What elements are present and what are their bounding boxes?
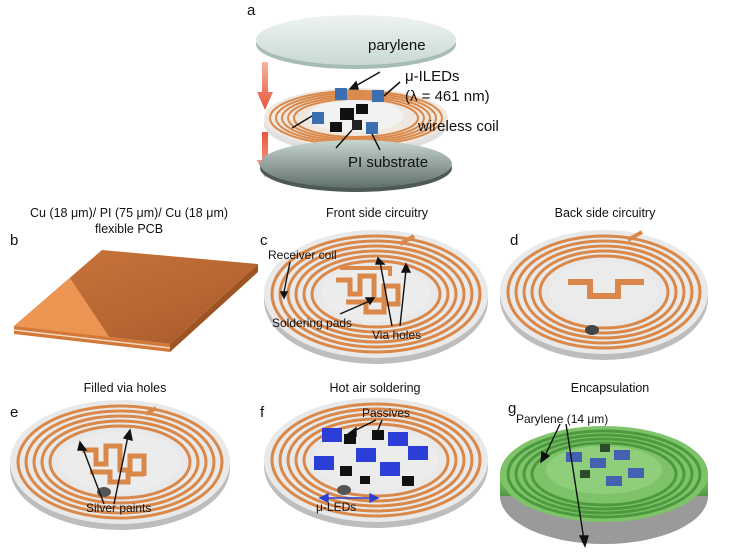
panel-c-callout-lines xyxy=(279,256,412,327)
panel-a-mu-leds-label-line2: (λ = 461 nm) xyxy=(405,88,490,105)
panel-e-callout-lines xyxy=(77,428,133,505)
panel-c-letter: c xyxy=(260,232,268,249)
panel-d-title: Back side circuitry xyxy=(554,206,656,220)
panel-g-parylene-label: Parylene (14 μm) xyxy=(516,412,609,426)
panel-c-via-holes-label: Via holes xyxy=(372,328,422,342)
panel-a-pi-substrate-label: PI substrate xyxy=(348,154,429,171)
panel-a-letter: a xyxy=(247,2,256,19)
panel-a-callout-lines xyxy=(291,71,401,151)
panel-c-soldering-pads-label: Soldering pads xyxy=(272,316,353,330)
pi-substrate-layer xyxy=(260,140,452,192)
panel-e-letter: e xyxy=(10,404,19,421)
panel-f-letter: f xyxy=(260,404,265,421)
panel-a-wireless-coil-label: wireless coil xyxy=(418,118,499,135)
panel-f-callout-lines xyxy=(318,419,383,504)
panel-a-mu-leds-label-line1: μ-ILEDs xyxy=(405,68,460,85)
panel-b-letter: b xyxy=(10,232,19,249)
panel-c-receiver-coil-label: Receiver coil xyxy=(268,248,337,262)
panel-e-title: Filled via holes xyxy=(83,381,167,395)
panel-d-letter: d xyxy=(510,232,519,249)
parylene-top-layer xyxy=(256,15,456,69)
panel-g-encapsulated-device xyxy=(500,426,708,544)
panel-b-pcb-slab xyxy=(13,250,258,352)
panel-a-parylene-label: parylene xyxy=(368,37,426,54)
panel-c-front-board xyxy=(264,230,488,364)
panel-b-title-line1: Cu (18 μm)/ PI (75 μm)/ Cu (18 μm) xyxy=(29,206,229,220)
panel-f-passives-label: Passives xyxy=(362,406,411,420)
panel-e-silver-paints-label: Silver paints xyxy=(86,501,152,515)
panel-g-letter: g xyxy=(508,400,517,417)
panel-f-board xyxy=(264,398,488,528)
panel-c-title: Front side circuitry xyxy=(325,206,429,220)
panel-f-title: Hot air soldering xyxy=(329,381,421,395)
panel-d-back-board xyxy=(500,230,708,360)
panel-g-title: Encapsulation xyxy=(570,381,650,395)
panel-f-mu-leds-label: μ-LEDs xyxy=(316,500,357,514)
panel-g-callout-lines xyxy=(540,423,589,548)
panel-e-board xyxy=(10,400,230,530)
panel-b-title-line2: flexible PCB xyxy=(94,222,164,236)
